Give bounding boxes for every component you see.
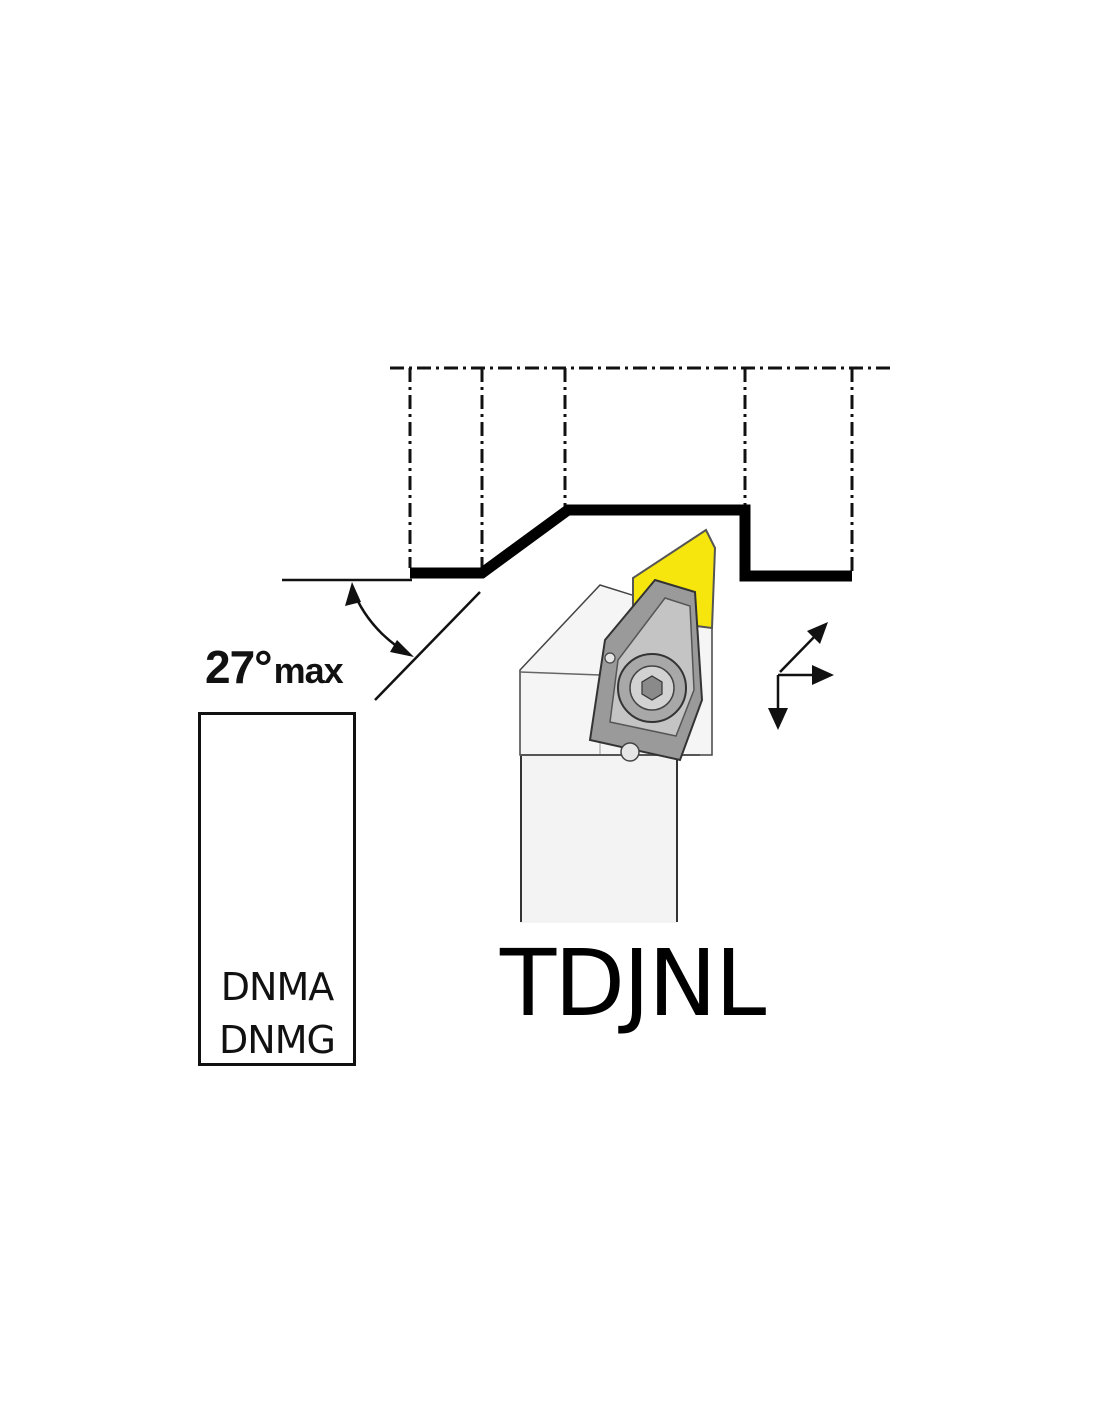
angle-reference-lines <box>282 578 481 701</box>
angle-value: 27° <box>205 641 273 693</box>
angle-arrow-head-right <box>390 640 414 657</box>
angle-suffix: max <box>273 650 344 691</box>
workpiece-outline <box>390 366 895 575</box>
angle-arrow-head-up <box>345 582 361 606</box>
angle-label: 27°max <box>205 640 344 694</box>
machined-profile <box>410 504 852 582</box>
insert-code-dnma: DNMA <box>220 965 334 1009</box>
feed-direction-arrows-icon <box>768 622 834 730</box>
insert-code-dnmg: DNMG <box>219 1018 336 1062</box>
model-name: TDJNL <box>500 930 766 1037</box>
insert-clamp <box>588 578 704 762</box>
insert-box: DNMA DNMG <box>198 712 356 1066</box>
